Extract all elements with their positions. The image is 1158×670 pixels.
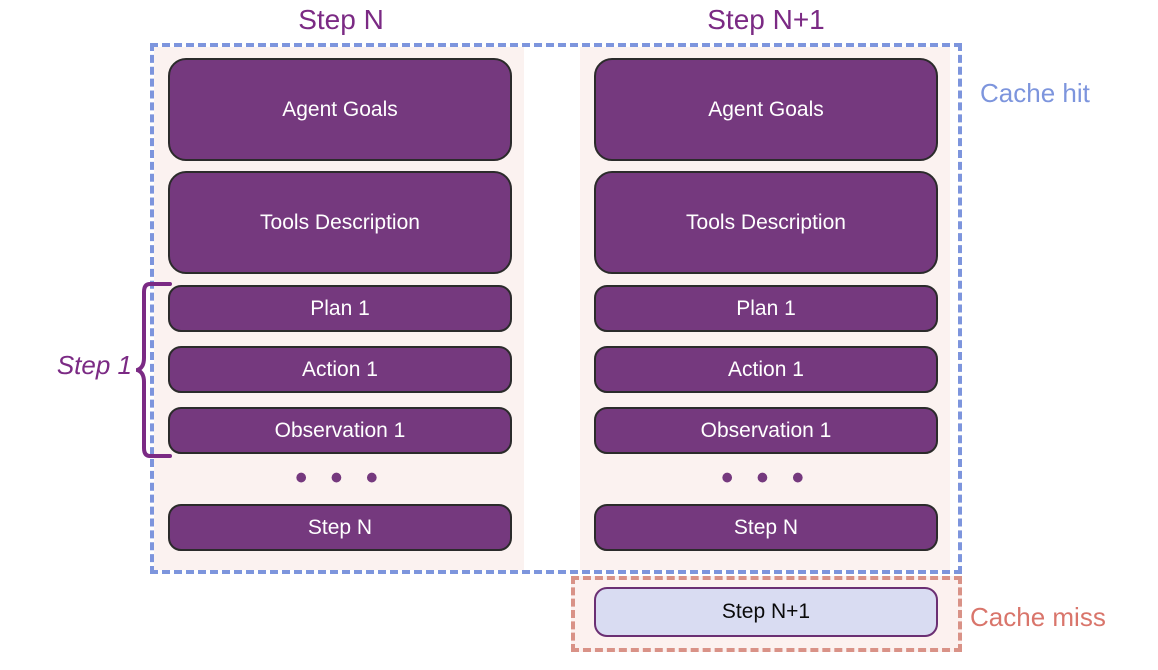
context-block-agent-goals-step-n-plus-1: Agent Goals [594,58,938,161]
ellipsis-step-n-plus-1: • • • [721,459,811,497]
ellipsis-step-n: • • • [295,459,385,497]
column-header-step-n: Step N [298,4,384,35]
context-block-plan-1-step-n-plus-1: Plan 1 [594,285,938,332]
cache-hit-region [150,43,962,574]
cache-hit-label: Cache hit [980,78,1090,108]
context-block-action-1-step-n: Action 1 [168,346,512,393]
context-block-observation-1-step-n-plus-1: Observation 1 [594,407,938,454]
context-block-action-1-step-n-plus-1: Action 1 [594,346,938,393]
context-block-observation-1-step-n: Observation 1 [168,407,512,454]
context-block-plan-1-step-n: Plan 1 [168,285,512,332]
context-block-step-n-step-n: Step N [168,504,512,551]
column-header-step-n-plus-1: Step N+1 [707,4,825,35]
context-block-agent-goals-step-n: Agent Goals [168,58,512,161]
cache-miss-label: Cache miss [970,602,1106,632]
new-context-block-step-n-plus-1: Step N+1 [594,587,938,637]
step-1-bracket-label: Step 1 [56,350,132,380]
context-block-tools-description-step-n-plus-1: Tools Description [594,171,938,274]
step-1-brace-icon [136,282,172,458]
context-block-step-n-step-n-plus-1: Step N [594,504,938,551]
context-block-tools-description-step-n: Tools Description [168,171,512,274]
